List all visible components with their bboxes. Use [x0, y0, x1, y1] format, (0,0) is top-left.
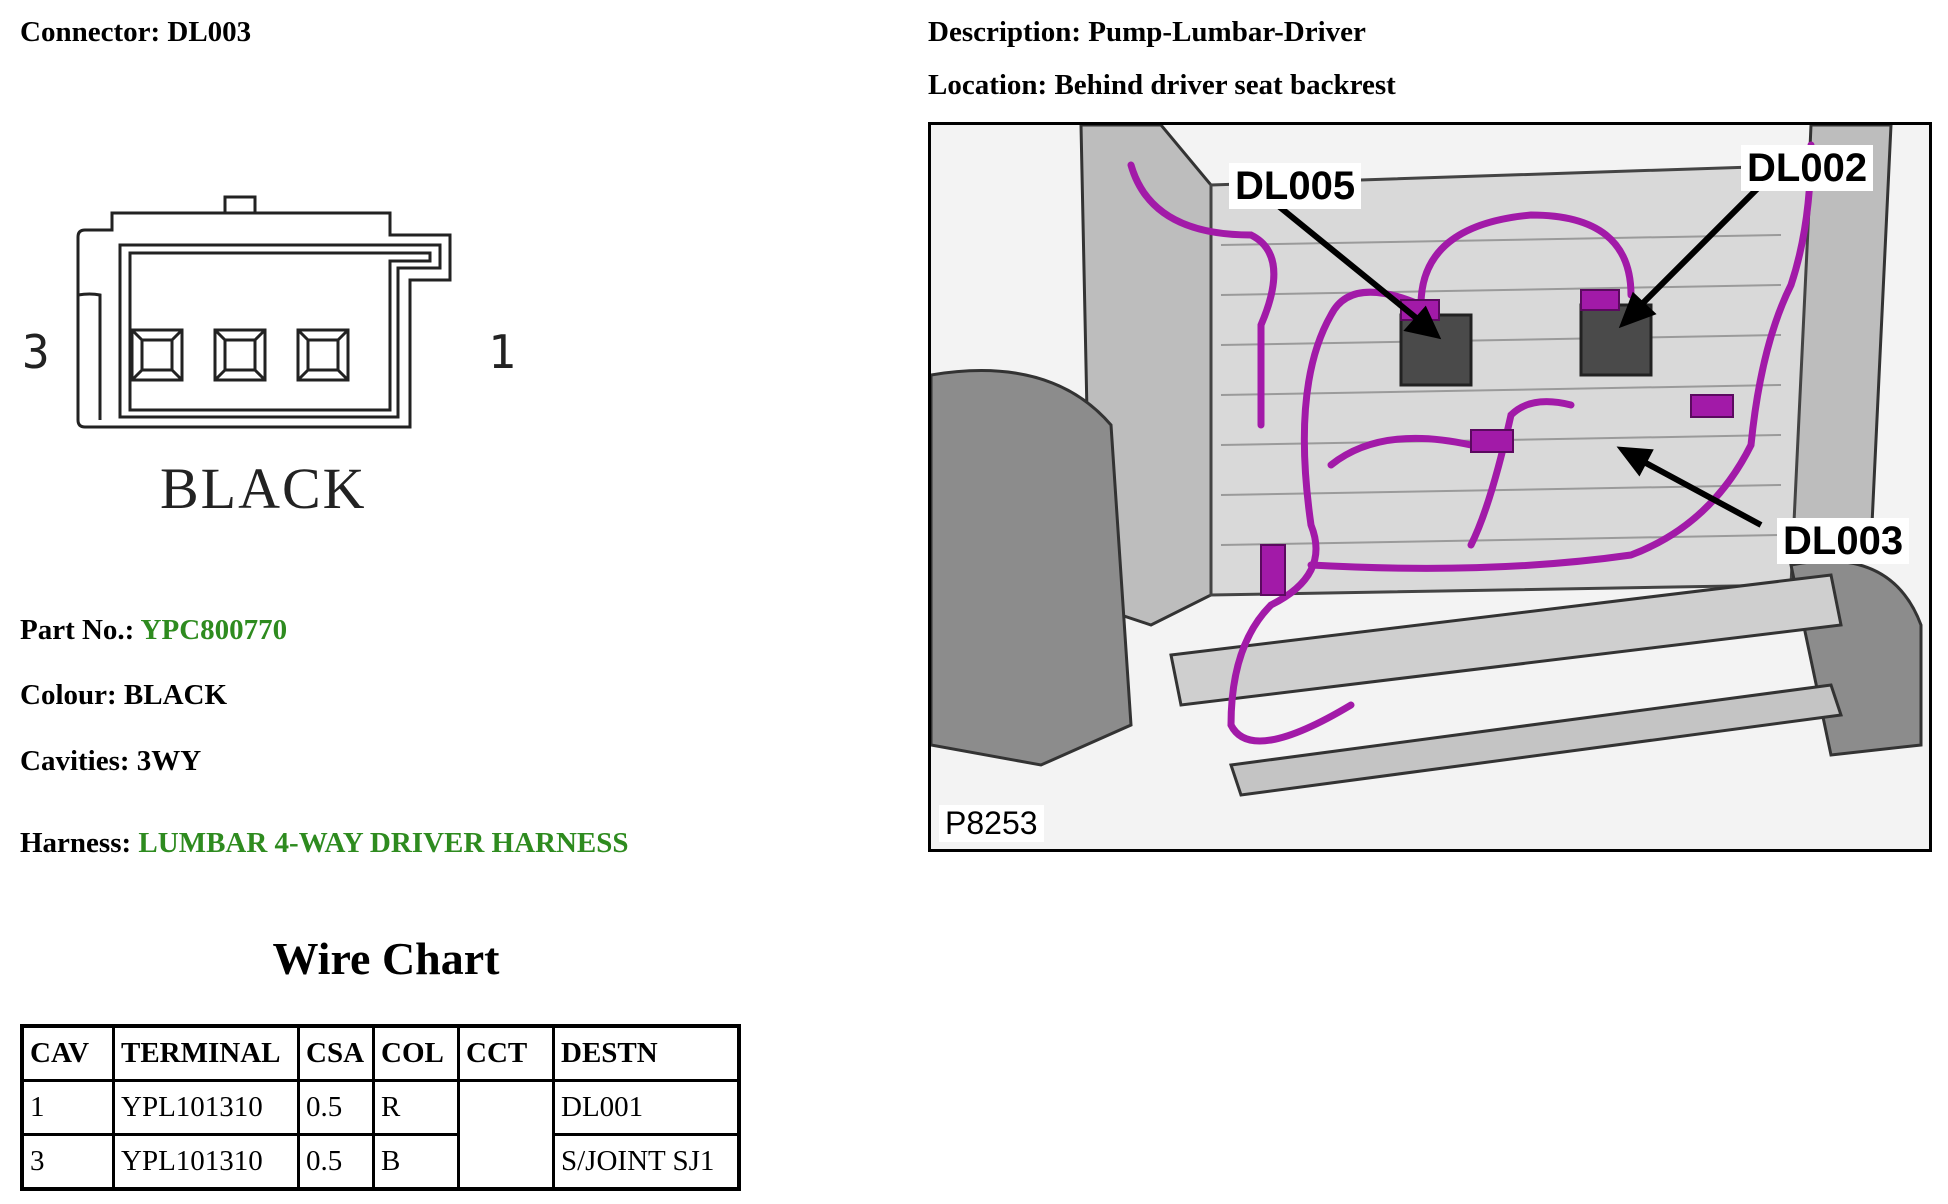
harness-line: Harness: LUMBAR 4-WAY DRIVER HARNESS	[20, 827, 629, 860]
colour-label: Colour:	[20, 679, 117, 711]
cell-cct	[457, 1079, 555, 1191]
connector-id: DL003	[167, 16, 252, 48]
table-row: 3 YPL101310 0.5 B S/JOINT SJ1	[20, 1133, 741, 1191]
callout-dl003: DL003	[1777, 518, 1910, 564]
header-cct: CCT	[457, 1024, 555, 1082]
wire-chart-table: CAV TERMINAL CSA COL CCT DESTN 1 YPL1013…	[20, 1024, 741, 1191]
cell-cav: 3	[20, 1133, 115, 1191]
cell-terminal[interactable]: YPL101310	[112, 1079, 300, 1136]
cell-destn[interactable]: S/JOINT SJ1	[552, 1133, 741, 1191]
wire-chart: CAV TERMINAL CSA COL CCT DESTN 1 YPL1013…	[20, 1024, 741, 1191]
cell-terminal[interactable]: YPL101310	[112, 1133, 300, 1191]
header-destn: DESTN	[552, 1024, 741, 1082]
harness-link[interactable]: LUMBAR 4-WAY DRIVER HARNESS	[138, 827, 629, 859]
pin-3-label: 3	[22, 325, 50, 379]
connector-label: Connector:	[20, 16, 161, 48]
connector-outline-drawing	[76, 195, 452, 429]
connector-heading: Connector: DL003	[20, 16, 251, 49]
colour-line: Colour: BLACK	[20, 679, 227, 712]
callout-dl005: DL005	[1229, 163, 1362, 209]
connector-colour-caption: BLACK	[160, 456, 367, 521]
header-col: COL	[372, 1024, 460, 1082]
part-number-line: Part No.: YPC800770	[20, 614, 287, 647]
header-csa: CSA	[297, 1024, 375, 1082]
cell-col: B	[372, 1133, 460, 1191]
colour-value: BLACK	[123, 679, 228, 711]
part-number-link[interactable]: YPC800770	[140, 614, 288, 646]
connector-face-diagram	[20, 185, 520, 535]
cell-col: R	[372, 1079, 460, 1136]
description-value: Pump-Lumbar-Driver	[1088, 16, 1366, 48]
cell-csa: 0.5	[297, 1079, 375, 1136]
cavities-line: Cavities: 3WY	[20, 745, 201, 778]
wire-chart-header-row: CAV TERMINAL CSA COL CCT DESTN	[20, 1024, 741, 1082]
seat-harness-drawing	[931, 125, 1929, 849]
table-row: 1 YPL101310 0.5 R DL001	[20, 1079, 741, 1191]
cavities-label: Cavities:	[20, 745, 130, 777]
location-heading: Location: Behind driver seat backrest	[928, 69, 1396, 102]
part-number-label: Part No.:	[20, 614, 135, 646]
wire-chart-title: Wire Chart	[272, 933, 500, 984]
location-value: Behind driver seat backrest	[1054, 69, 1396, 101]
cavities-value: 3WY	[136, 745, 202, 777]
cell-cav: 1	[20, 1079, 115, 1136]
header-terminal: TERMINAL	[112, 1024, 300, 1082]
pin-1-label: 1	[488, 325, 516, 379]
description-label: Description:	[928, 16, 1082, 48]
location-illustration: DL005 DL002 DL003 P8253	[928, 122, 1932, 852]
cell-destn[interactable]: DL001	[552, 1079, 741, 1136]
header-cav: CAV	[20, 1024, 115, 1082]
description-heading: Description: Pump-Lumbar-Driver	[928, 16, 1366, 49]
harness-label: Harness:	[20, 827, 132, 859]
location-label: Location:	[928, 69, 1048, 101]
cell-csa: 0.5	[297, 1133, 375, 1191]
figure-plate-number: P8253	[939, 805, 1044, 842]
callout-dl002: DL002	[1741, 145, 1874, 191]
